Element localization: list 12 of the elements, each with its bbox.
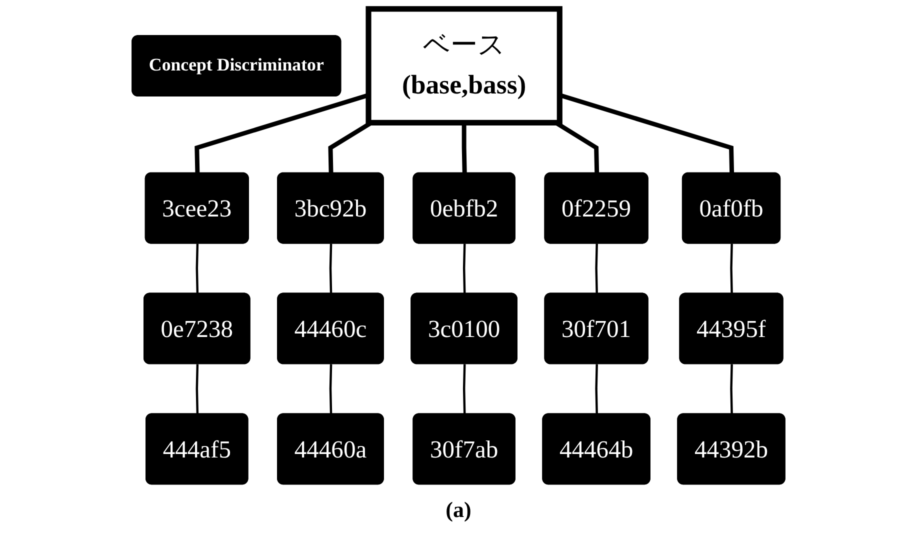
connector	[595, 364, 598, 414]
connector	[329, 244, 332, 294]
connector	[196, 364, 199, 414]
connector	[730, 244, 733, 294]
connector	[196, 244, 199, 294]
connector	[595, 244, 598, 294]
figure-caption: (a)	[446, 496, 472, 524]
connector	[462, 364, 466, 414]
connector	[462, 244, 466, 294]
node-box: ベース (base,bass)	[366, 6, 562, 126]
connector	[329, 364, 332, 414]
connector	[730, 364, 733, 414]
